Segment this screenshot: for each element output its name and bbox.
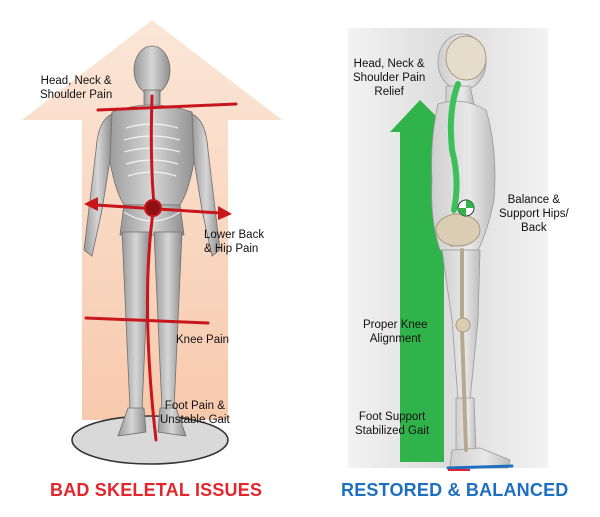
spine-aligned xyxy=(447,81,461,213)
arrowhead-right xyxy=(218,206,232,220)
right-panel xyxy=(348,28,548,471)
label-lower-back-hip-pain: Lower Back & Hip Pain xyxy=(204,229,265,255)
skull xyxy=(445,35,487,81)
insole xyxy=(446,464,514,470)
label-proper-knee-alignment: Proper Knee Alignment xyxy=(363,319,428,345)
caption-bad-skeletal-issues: BAD SKELETAL ISSUES xyxy=(50,480,263,500)
floor-ellipse xyxy=(71,415,229,465)
pelvis xyxy=(435,213,481,247)
label-balance-support-hips: Balance & Support Hips/ Back xyxy=(499,194,569,234)
left-panel xyxy=(22,20,282,465)
pelvis-target xyxy=(144,199,162,217)
label-foot-pain-unstable-gait: Foot Pain & Unstable Gait xyxy=(160,400,230,426)
label-knee-pain: Knee Pain xyxy=(176,334,230,346)
label-head-neck-shoulder-pain: Head, Neck & Shoulder Pain xyxy=(40,75,113,101)
knee-joint xyxy=(455,317,471,333)
label-head-neck-shoulder-relief: Head, Neck & Shoulder Pain Relief xyxy=(353,58,426,98)
caption-restored-balanced: RESTORED & BALANCED xyxy=(341,480,569,500)
balance-marker xyxy=(457,199,475,217)
label-foot-support-stabilized-gait: Foot Support Stabilized Gait xyxy=(355,411,430,437)
arrowhead-left xyxy=(84,197,98,211)
